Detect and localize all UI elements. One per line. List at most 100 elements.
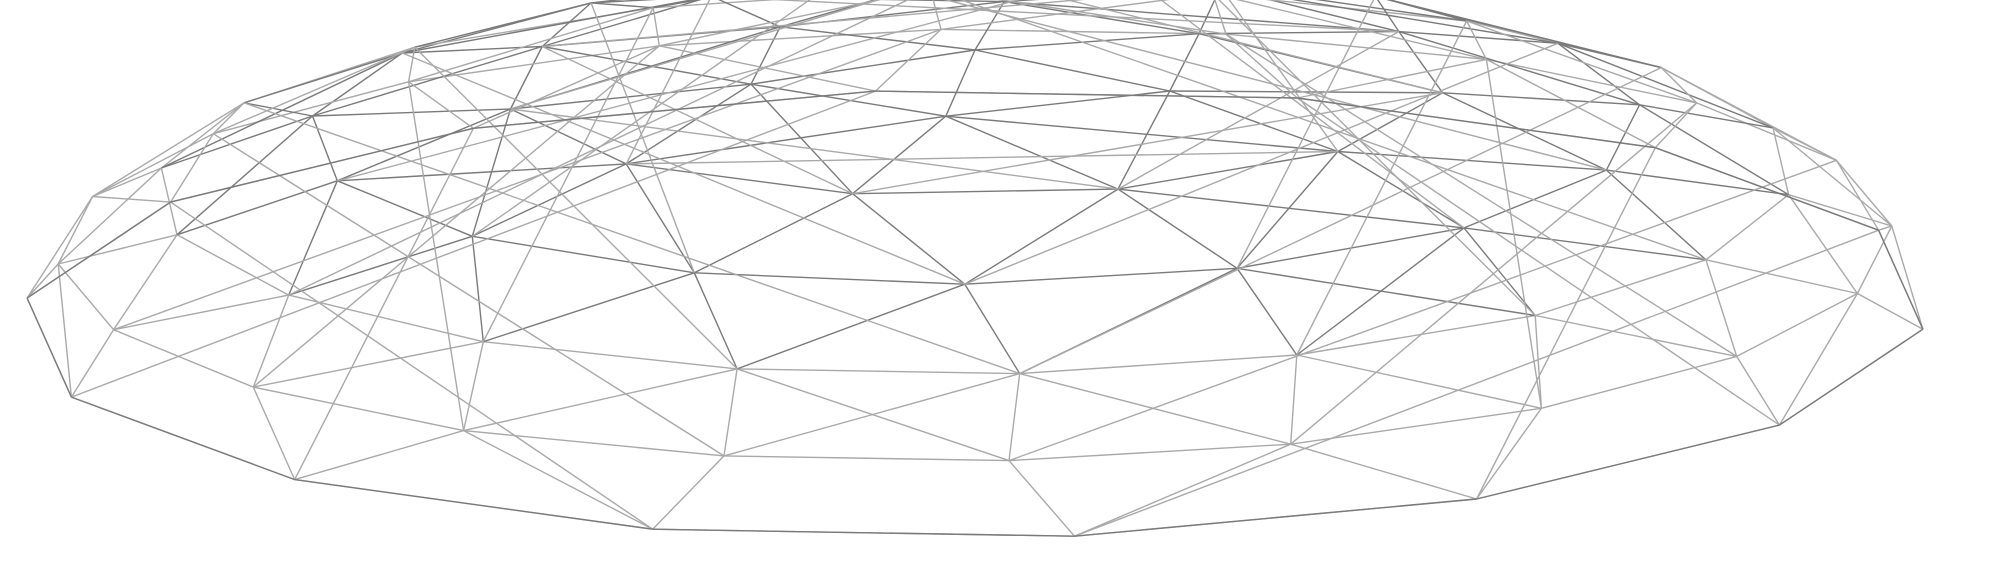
mesh-edge — [1296, 20, 1468, 356]
mesh-edge — [462, 341, 484, 431]
mesh-edge — [1268, 0, 1400, 33]
mesh-edge — [945, 49, 976, 117]
mesh-edge — [1117, 188, 1238, 269]
mesh-edge — [723, 455, 1010, 462]
mesh-edge — [57, 167, 162, 265]
mesh-edge — [414, 2, 592, 48]
mesh-edge — [1442, 92, 1640, 106]
mesh-edge — [473, 45, 660, 129]
mesh-edge — [337, 0, 1021, 182]
mesh-edge — [1856, 225, 1893, 294]
mesh-edge — [1117, 30, 1400, 190]
mesh-edge — [252, 386, 296, 480]
mesh-edge — [852, 193, 966, 285]
mesh-edge — [737, 368, 1020, 375]
mesh-edge — [1160, 0, 1465, 229]
mesh-edge — [1337, 150, 1465, 229]
mesh-edge — [1236, 267, 1298, 356]
mesh-edge — [1486, 58, 1697, 104]
mesh-edge — [407, 81, 465, 431]
mesh-edge — [750, 83, 854, 195]
mesh-edge — [750, 49, 976, 85]
mesh-edge — [541, 45, 853, 195]
mesh-edge — [974, 33, 1200, 51]
mesh-edge — [877, 0, 1005, 3]
mesh-edge — [1004, 0, 1399, 33]
mesh-edge — [92, 167, 162, 198]
mesh-edge — [408, 7, 654, 83]
mesh-edge — [170, 201, 654, 530]
mesh-edge — [471, 0, 811, 237]
mesh-edge — [693, 193, 853, 274]
mesh-edge — [591, 2, 654, 9]
mesh-edge — [1290, 102, 1698, 445]
mesh-edge — [312, 52, 403, 117]
mesh-edge — [71, 396, 295, 481]
mesh-edge — [1705, 194, 1790, 261]
mesh-edge — [1442, 92, 1607, 171]
mesh-edge — [288, 294, 484, 343]
mesh-edge — [932, 0, 942, 30]
mesh-edge — [1476, 424, 1780, 500]
mesh-edge — [70, 329, 115, 398]
mesh-edge — [213, 81, 409, 135]
mesh-edge — [1169, 90, 1339, 153]
mesh-edge — [964, 267, 1238, 285]
mesh-edge — [1605, 169, 1707, 261]
mesh-edge — [253, 386, 464, 432]
mesh-edge — [1779, 328, 1924, 426]
mesh-edge — [243, 102, 313, 117]
mesh-edge — [1290, 354, 1298, 445]
mesh-edge — [1788, 194, 1893, 227]
mesh-edge — [964, 188, 1119, 285]
mesh-edge — [542, 0, 1085, 48]
mesh-edge — [213, 46, 416, 135]
mesh-edge — [1878, 225, 1893, 231]
mesh-edge — [113, 28, 942, 331]
mesh-edge — [57, 263, 73, 398]
mesh-edge — [653, 0, 702, 9]
mesh-edge — [626, 163, 853, 195]
mesh-edge — [1225, 33, 1487, 61]
mesh-edge — [1535, 314, 1737, 358]
mesh-edge — [940, 28, 1227, 35]
mesh-edge — [1639, 104, 1774, 129]
mesh-edge — [1117, 150, 1339, 190]
mesh-edge — [253, 341, 484, 388]
mesh-edge — [26, 297, 73, 398]
mesh-edge — [1198, 0, 1216, 34]
mesh-edge — [483, 272, 695, 343]
dome-mesh — [26, 0, 1924, 537]
mesh-edge — [92, 195, 171, 203]
mesh-edge — [311, 115, 338, 182]
mesh-edge — [288, 235, 473, 296]
mesh-edge — [652, 7, 660, 46]
mesh-edge — [294, 478, 653, 530]
mesh-edge — [723, 372, 1020, 457]
mesh-edge — [659, 45, 876, 92]
mesh-edge — [780, 26, 976, 51]
mesh-edge — [1696, 102, 1837, 161]
mesh-edge — [1214, 0, 1227, 35]
mesh-edge — [463, 368, 738, 432]
mesh-edge — [1557, 42, 1774, 129]
mesh-edge — [1835, 159, 1880, 231]
mesh-edge — [1486, 58, 1656, 149]
mesh-edge — [1019, 354, 1297, 375]
mesh-edge — [1236, 0, 1375, 269]
mesh-edge — [402, 0, 696, 54]
mesh-edge — [653, 0, 779, 9]
mesh-edge — [1654, 102, 1698, 149]
mesh-edge — [959, 0, 1707, 261]
mesh-edge — [337, 180, 473, 237]
mesh-edge — [1004, 0, 1200, 35]
mesh-edge — [1218, 0, 1536, 316]
mesh-edge — [510, 108, 1119, 190]
mesh-edge — [974, 1, 1005, 51]
mesh-edge — [510, 108, 627, 165]
mesh-edge — [1463, 227, 1536, 316]
mesh-edge — [57, 196, 94, 265]
mesh-edge — [1236, 0, 1487, 61]
